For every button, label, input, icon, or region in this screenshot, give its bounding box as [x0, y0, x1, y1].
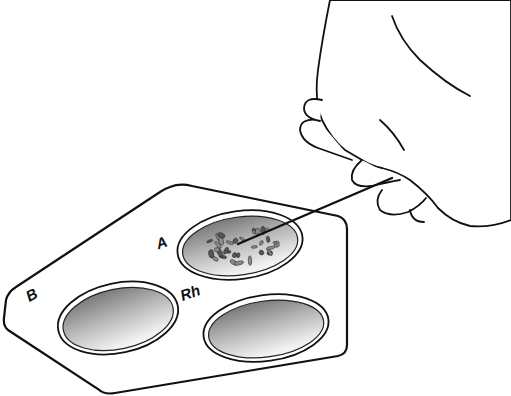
stirring-stick — [238, 178, 392, 244]
test-well: A — [176, 210, 304, 280]
test-card — [4, 185, 347, 394]
well-shape — [202, 294, 330, 362]
well-shape — [176, 210, 304, 280]
test-well: Rh — [202, 294, 330, 362]
hand — [300, 0, 511, 226]
test-well: B — [56, 282, 180, 354]
well-shape — [56, 282, 180, 354]
